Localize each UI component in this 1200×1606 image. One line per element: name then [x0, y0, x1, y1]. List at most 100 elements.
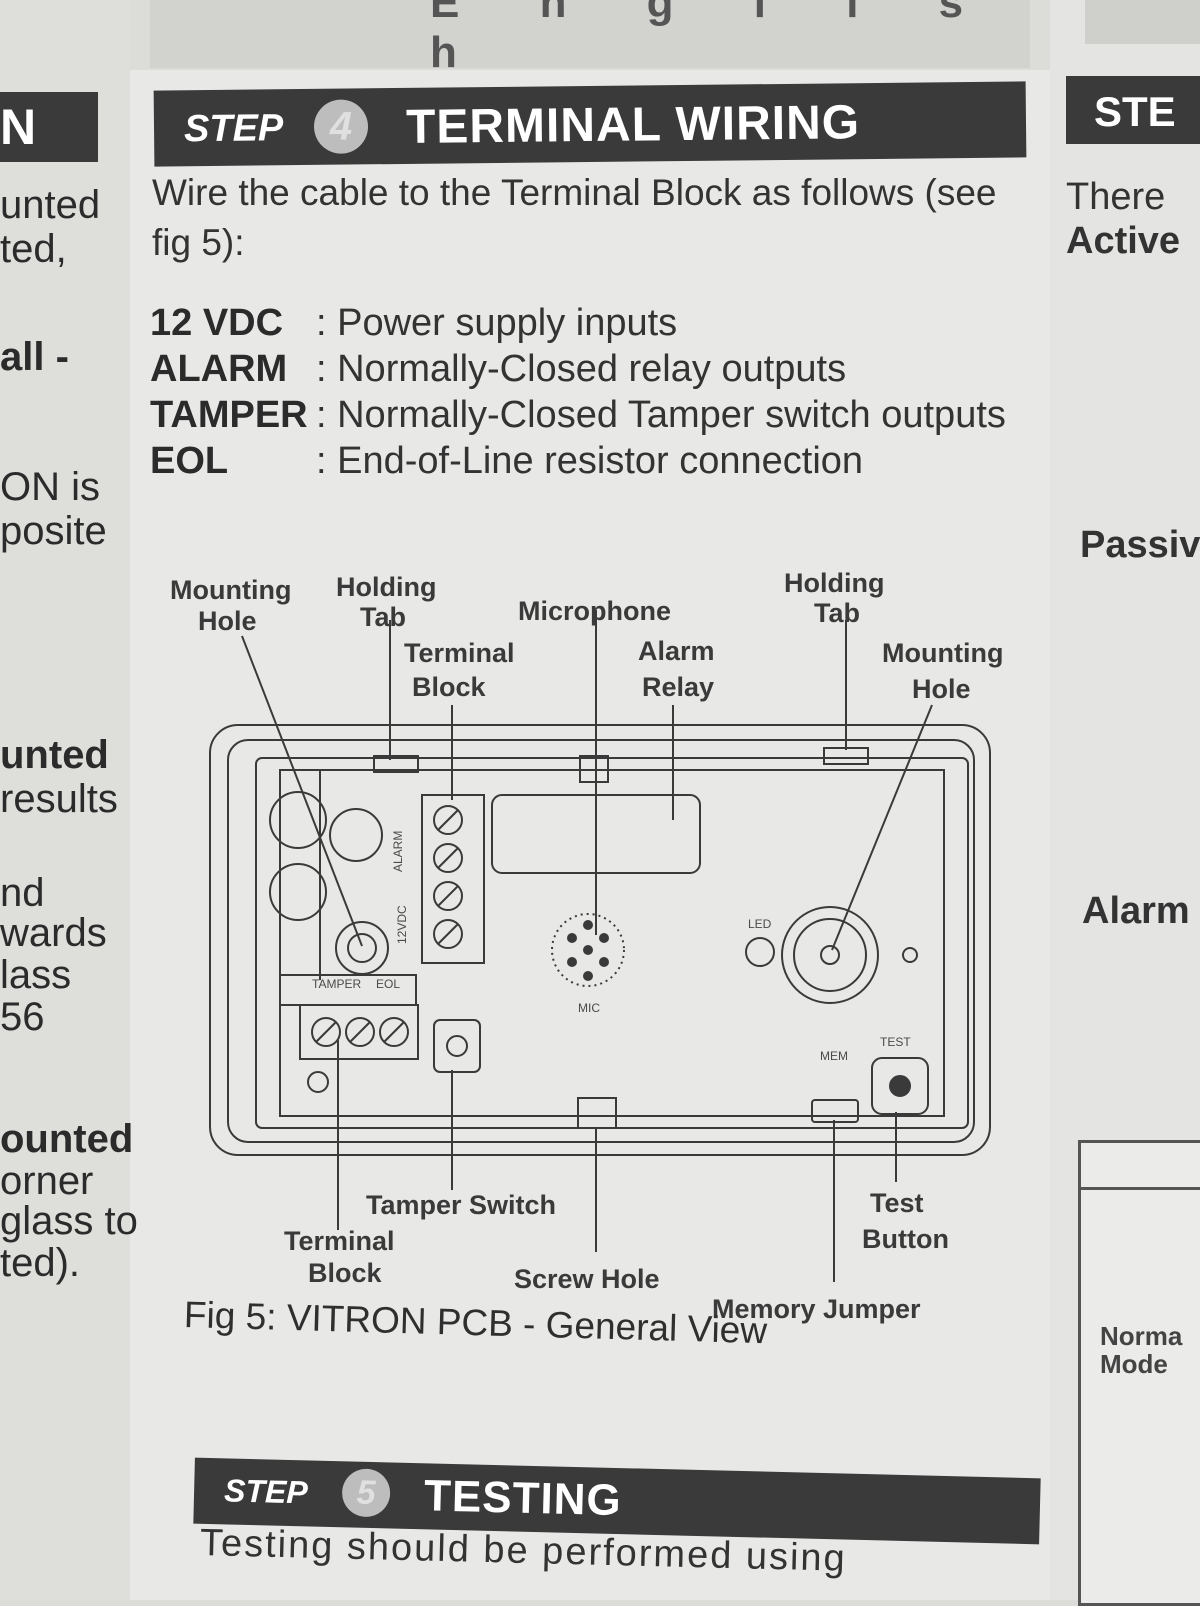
left-fragment: posite — [0, 509, 107, 553]
board-mark-vdc: 12VDC — [395, 905, 409, 944]
left-header-text: N — [0, 99, 37, 155]
step5-number: 5 — [341, 1468, 391, 1518]
definition-row: ALARM : Normally-Closed relay outputs — [150, 346, 846, 392]
label-mounting-hole-right: Mounting — [882, 638, 1003, 668]
microphone-icon — [567, 920, 609, 981]
board-mark-alarm: ALARM — [391, 831, 405, 872]
left-fragment: results — [0, 777, 118, 821]
right-fragment: Active — [1066, 220, 1181, 262]
left-fragment: unted — [0, 183, 101, 227]
pcb-outer-frame — [209, 724, 991, 1156]
label-terminal-block-bottom: Block — [308, 1258, 383, 1288]
label-holding-tab-right: Holding — [784, 568, 884, 598]
language-heading-glyphs: E n g l i s h — [430, 0, 998, 68]
right-fragment: Alarm — [1082, 890, 1190, 932]
left-fragment: wards — [0, 911, 107, 955]
right-mode-box — [1078, 1140, 1200, 1606]
label-alarm-relay: Relay — [642, 672, 714, 702]
terminal-block-vertical — [421, 794, 485, 964]
terminal-block-horizontal — [299, 1004, 419, 1060]
board-mark-mic: MIC — [578, 1001, 600, 1015]
mounting-hole-icon — [269, 791, 327, 849]
mounting-hole-icon — [335, 921, 389, 975]
definition-term: ALARM — [150, 348, 288, 390]
small-hole-icon — [902, 947, 918, 963]
left-fragment: ted, — [0, 227, 67, 271]
left-fragment: orner — [0, 1159, 94, 1203]
left-fragment: nd — [0, 871, 45, 915]
left-fragment: glass to — [0, 1199, 138, 1243]
board-mark-tamper: TAMPER — [312, 977, 361, 991]
definition-row: TAMPER: Normally-Closed Tamper switch ou… — [150, 392, 1006, 438]
label-holding-tab-left: Holding — [336, 572, 436, 602]
holding-tab-left — [373, 755, 419, 773]
sensor-window — [781, 906, 879, 1004]
tamper-switch — [433, 1019, 481, 1073]
label-terminal-block-top: Block — [412, 672, 487, 702]
mounting-hole-icon — [269, 863, 327, 921]
step5-title: TESTING — [423, 1471, 623, 1526]
board-mark-led: LED — [748, 917, 772, 931]
mounting-hole-icon — [329, 808, 383, 862]
screw-terminal-icon — [433, 843, 463, 873]
left-fragment: ted). — [0, 1241, 81, 1285]
pcb-inner-board — [279, 769, 945, 1117]
pcb-middle-frame — [227, 739, 975, 1143]
left-fragment: ounted — [0, 1117, 134, 1161]
test-button — [871, 1057, 929, 1115]
definition-desc: : End-of-Line resistor connection — [316, 440, 864, 482]
left-fragment: 56 — [0, 995, 45, 1039]
left-column — [0, 0, 130, 1600]
holding-tab-center — [579, 755, 609, 783]
small-hole-icon — [307, 1071, 329, 1093]
right-header-text: STE — [1094, 88, 1176, 135]
label-microphone: Microphone — [518, 596, 671, 626]
label-mounting-hole-right: Hole — [912, 674, 971, 704]
right-step-header: STE — [1066, 76, 1200, 144]
left-fragment: ON is — [0, 465, 100, 509]
definition-term: TAMPER — [150, 394, 308, 436]
label-holding-tab-left: Tab — [360, 602, 406, 632]
label-tamper-switch: Tamper Switch — [366, 1190, 556, 1220]
pcb-board — [255, 757, 969, 1129]
definition-row: EOL : End-of-Line resistor connection — [150, 438, 863, 484]
screw-terminal-icon — [345, 1017, 375, 1047]
main-panel — [130, 70, 1050, 1600]
led-icon — [745, 937, 775, 967]
definition-term: 12 VDC — [150, 302, 284, 344]
screw-terminal-icon — [311, 1017, 341, 1047]
left-fragment: all - — [0, 335, 69, 379]
right-box-label: Norma Mode — [1100, 1322, 1182, 1378]
step5-word: STEP — [223, 1472, 309, 1511]
board-mark-mem: MEM — [820, 1049, 848, 1063]
definition-row: 12 VDC : Power supply inputs — [150, 300, 677, 346]
label-holding-tab-right: Tab — [814, 598, 860, 628]
label-mounting-hole-left: Mounting — [170, 575, 291, 605]
label-memory-jumper: Memory Jumper — [712, 1294, 921, 1324]
step4-intro: Wire the cable to the Terminal Block as … — [152, 172, 997, 263]
label-test-button: Test — [870, 1188, 924, 1218]
label-alarm-relay: Alarm — [638, 636, 715, 666]
label-screw-hole: Screw Hole — [514, 1264, 660, 1294]
holding-tab-right — [823, 747, 869, 765]
screw-terminal-icon — [433, 881, 463, 911]
board-mark-eol: EOL — [376, 977, 400, 991]
top-right-strip — [1085, 0, 1200, 44]
screw-terminal-icon — [433, 919, 463, 949]
left-fragment: unted — [0, 733, 109, 777]
label-mounting-hole-left: Hole — [198, 606, 257, 636]
screw-terminal-icon — [379, 1017, 409, 1047]
right-fragment: There — [1066, 176, 1166, 218]
definition-desc: : Power supply inputs — [316, 302, 678, 344]
definition-desc: : Normally-Closed relay outputs — [316, 348, 847, 390]
memory-jumper — [811, 1099, 859, 1123]
left-fragment: lass — [0, 953, 72, 997]
definition-term: EOL — [150, 440, 229, 482]
screw-hole-tab — [577, 1097, 617, 1129]
right-box-label-line: Norma — [1100, 1321, 1183, 1351]
label-terminal-block-bottom: Terminal — [284, 1226, 395, 1256]
definition-desc: : Normally-Closed Tamper switch outputs — [316, 394, 1006, 436]
previous-page-strip: E n g l i s h — [150, 0, 1030, 68]
label-terminal-block-top: Terminal — [404, 638, 515, 668]
